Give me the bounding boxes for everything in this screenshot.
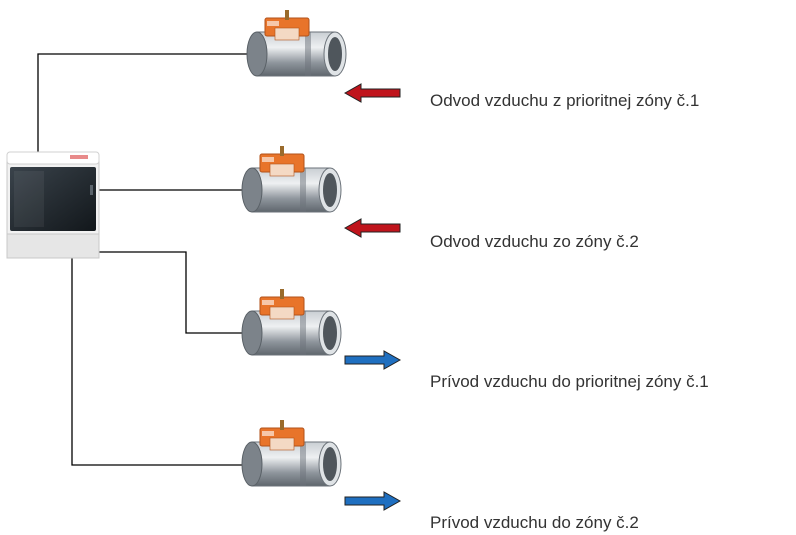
control-cabinet [6, 151, 100, 259]
wire-to-damper-3 [98, 251, 250, 334]
zone-label-exhaust-2: Odvod vzduchu zo zóny č.2 [430, 232, 639, 251]
zone-damper-2 [241, 145, 342, 213]
exhaust-arrow-1 [343, 83, 401, 103]
supply-arrow-1 [344, 350, 402, 370]
zone-label-supply-priority-1: Prívod vzduchu do prioritnej zóny č.1 [430, 372, 709, 391]
zone-damper-4 [241, 419, 342, 487]
zone-label-exhaust-priority-1: Odvod vzduchu z prioritnej zóny č.1 [430, 91, 700, 110]
supply-arrow-2 [344, 491, 402, 511]
exhaust-arrow-2 [343, 218, 401, 238]
zone-label-supply-2: Prívod vzduchu do zóny č.2 [430, 513, 639, 532]
zone-damper-3 [241, 288, 342, 356]
wiring [37, 53, 255, 466]
zone-damper-1 [246, 9, 347, 77]
wire-to-damper-1 [37, 53, 255, 152]
wire-to-damper-4 [71, 258, 250, 466]
